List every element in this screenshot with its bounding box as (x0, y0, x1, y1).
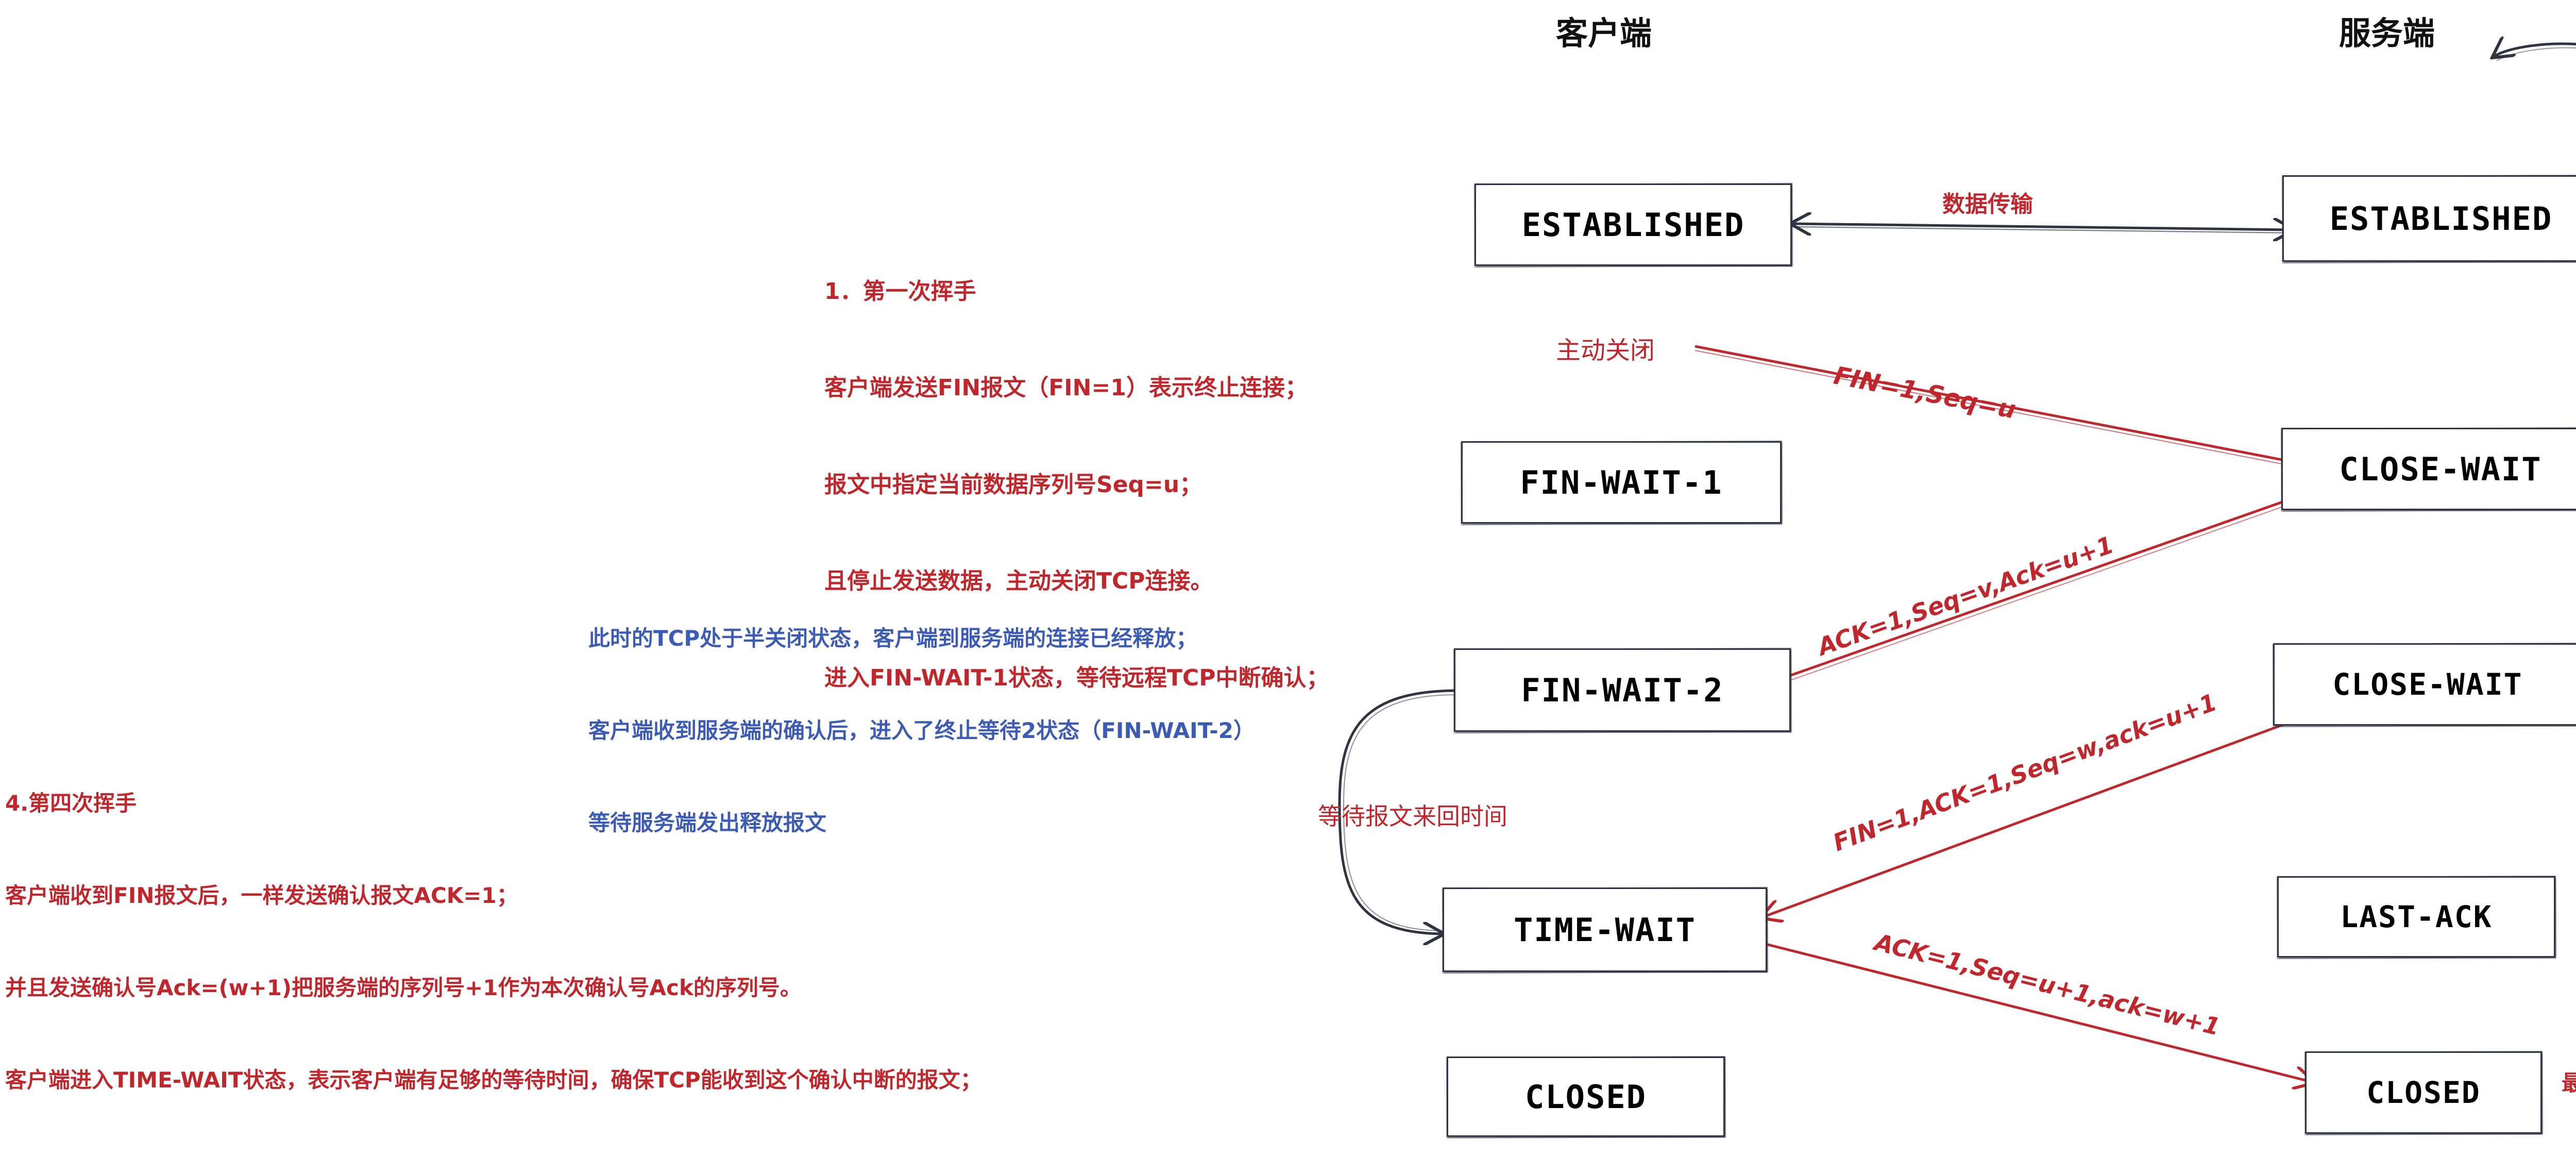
annotation-line: 等待服务端发出释放报文 (588, 810, 827, 835)
annotation-line: 此时的TCP处于半关闭状态，客户端到服务端的连接已经释放； (588, 626, 1198, 651)
state-label: FIN-WAIT-1 (1520, 463, 1723, 501)
state-label: CLOSED (2366, 1075, 2481, 1110)
state-box-client-fin-wait-2[interactable]: FIN-WAIT-2 (1454, 648, 1791, 732)
column-header-client: 客户端 (1556, 14, 1652, 52)
state-label: ESTABLISHED (2329, 199, 2553, 238)
annotation-line: 客户端收到服务端的确认后，进入了终止等待2状态（FIN-WAIT-2） (588, 718, 1255, 744)
state-box-client-closed[interactable]: CLOSED (1447, 1057, 1725, 1137)
edge-label-fin-1: FIN=1,Seq=u (1831, 361, 2019, 425)
annotation-final: 最后，服务端收到这个ACK报文后，关闭服务端的连接，进入CLOSED状态，连接完… (2562, 1070, 2576, 1096)
edge-notify-app (2494, 44, 2576, 61)
state-label: FIN-WAIT-2 (1521, 671, 1724, 709)
state-box-client-established[interactable]: ESTABLISHED (1475, 183, 1792, 266)
annotation-line: 且停止发送数据，主动关闭TCP连接。 (824, 568, 1213, 595)
annotation-line: 进入FIN-WAIT-1状态，等待远程TCP中断确认； (824, 664, 1329, 691)
annotation-half-closed: 此时的TCP处于半关闭状态，客户端到服务端的连接已经释放； 客户端收到服务端的确… (588, 562, 1255, 900)
state-label: TIME-WAIT (1514, 911, 1696, 949)
edge-label-active-close: 主动关闭 (1556, 336, 1655, 365)
state-box-server-last-ack[interactable]: LAST-ACK (2277, 876, 2555, 958)
state-box-client-fin-wait-1[interactable]: FIN-WAIT-1 (1461, 441, 1782, 524)
state-label: CLOSE-WAIT (2339, 450, 2542, 488)
annotation-line: 报文中指定当前数据序列号Seq=u； (824, 471, 1202, 498)
edge-label-ack-1: ACK=1,Seq=v,Ack=u+1 (1814, 530, 2117, 661)
annotation-heading: 1．第一次挥手 (824, 278, 976, 305)
edge-ack-2 (1761, 942, 2313, 1082)
state-label: ESTABLISHED (1521, 206, 1745, 244)
state-label: CLOSE-WAIT (2332, 667, 2523, 702)
annotation-wave-4: 4.第四次挥手 客户端收到FIN报文后，一样发送确认报文ACK=1； 并且发送确… (5, 727, 982, 1157)
annotation-wave-1: 1．第一次挥手 客户端发送FIN报文（FIN=1）表示终止连接； 报文中指定当前… (824, 211, 1329, 759)
edge-label-data-transfer: 数据传输 (1942, 191, 2033, 217)
edge-label-ack-2: ACK=1,Seq=u+1,ack=w+1 (1872, 928, 2223, 1041)
state-box-server-closed[interactable]: CLOSED (2305, 1051, 2542, 1134)
annotation-heading: 4.第四次挥手 (5, 791, 137, 816)
annotation-line: 客户端进入TIME-WAIT状态，表示客户端有足够的等待时间，确保TCP能收到这… (5, 1067, 982, 1093)
state-box-server-established[interactable]: ESTABLISHED (2282, 175, 2576, 262)
edge-ack-1 (1762, 493, 2306, 690)
annotation-line: 客户端收到FIN报文后，一样发送确认报文ACK=1； (5, 883, 518, 909)
state-box-server-close-wait-2[interactable]: CLOSE-WAIT (2273, 643, 2576, 726)
edge-fin-2 (1762, 720, 2292, 917)
state-label: CLOSED (1525, 1078, 1647, 1116)
edge-label-fin-2: FIN=1,ACK=1,Seq=w,ack=u+1 (1829, 688, 2221, 857)
column-header-server: 服务端 (2339, 14, 2435, 52)
state-box-client-time-wait[interactable]: TIME-WAIT (1443, 887, 1767, 972)
state-label: LAST-ACK (2340, 899, 2493, 934)
state-box-server-close-wait-1[interactable]: CLOSE-WAIT (2281, 428, 2576, 510)
edge-data-transfer (1792, 224, 2294, 233)
annotation-line: 客户端发送FIN报文（FIN=1）表示终止连接； (824, 375, 1308, 401)
annotation-line: 并且发送确认号Ack=(w+1)把服务端的序列号+1作为本次确认号Ack的序列号… (5, 975, 802, 1000)
edge-label-wait-round-trip: 等待报文来回时间 (1318, 802, 1507, 830)
